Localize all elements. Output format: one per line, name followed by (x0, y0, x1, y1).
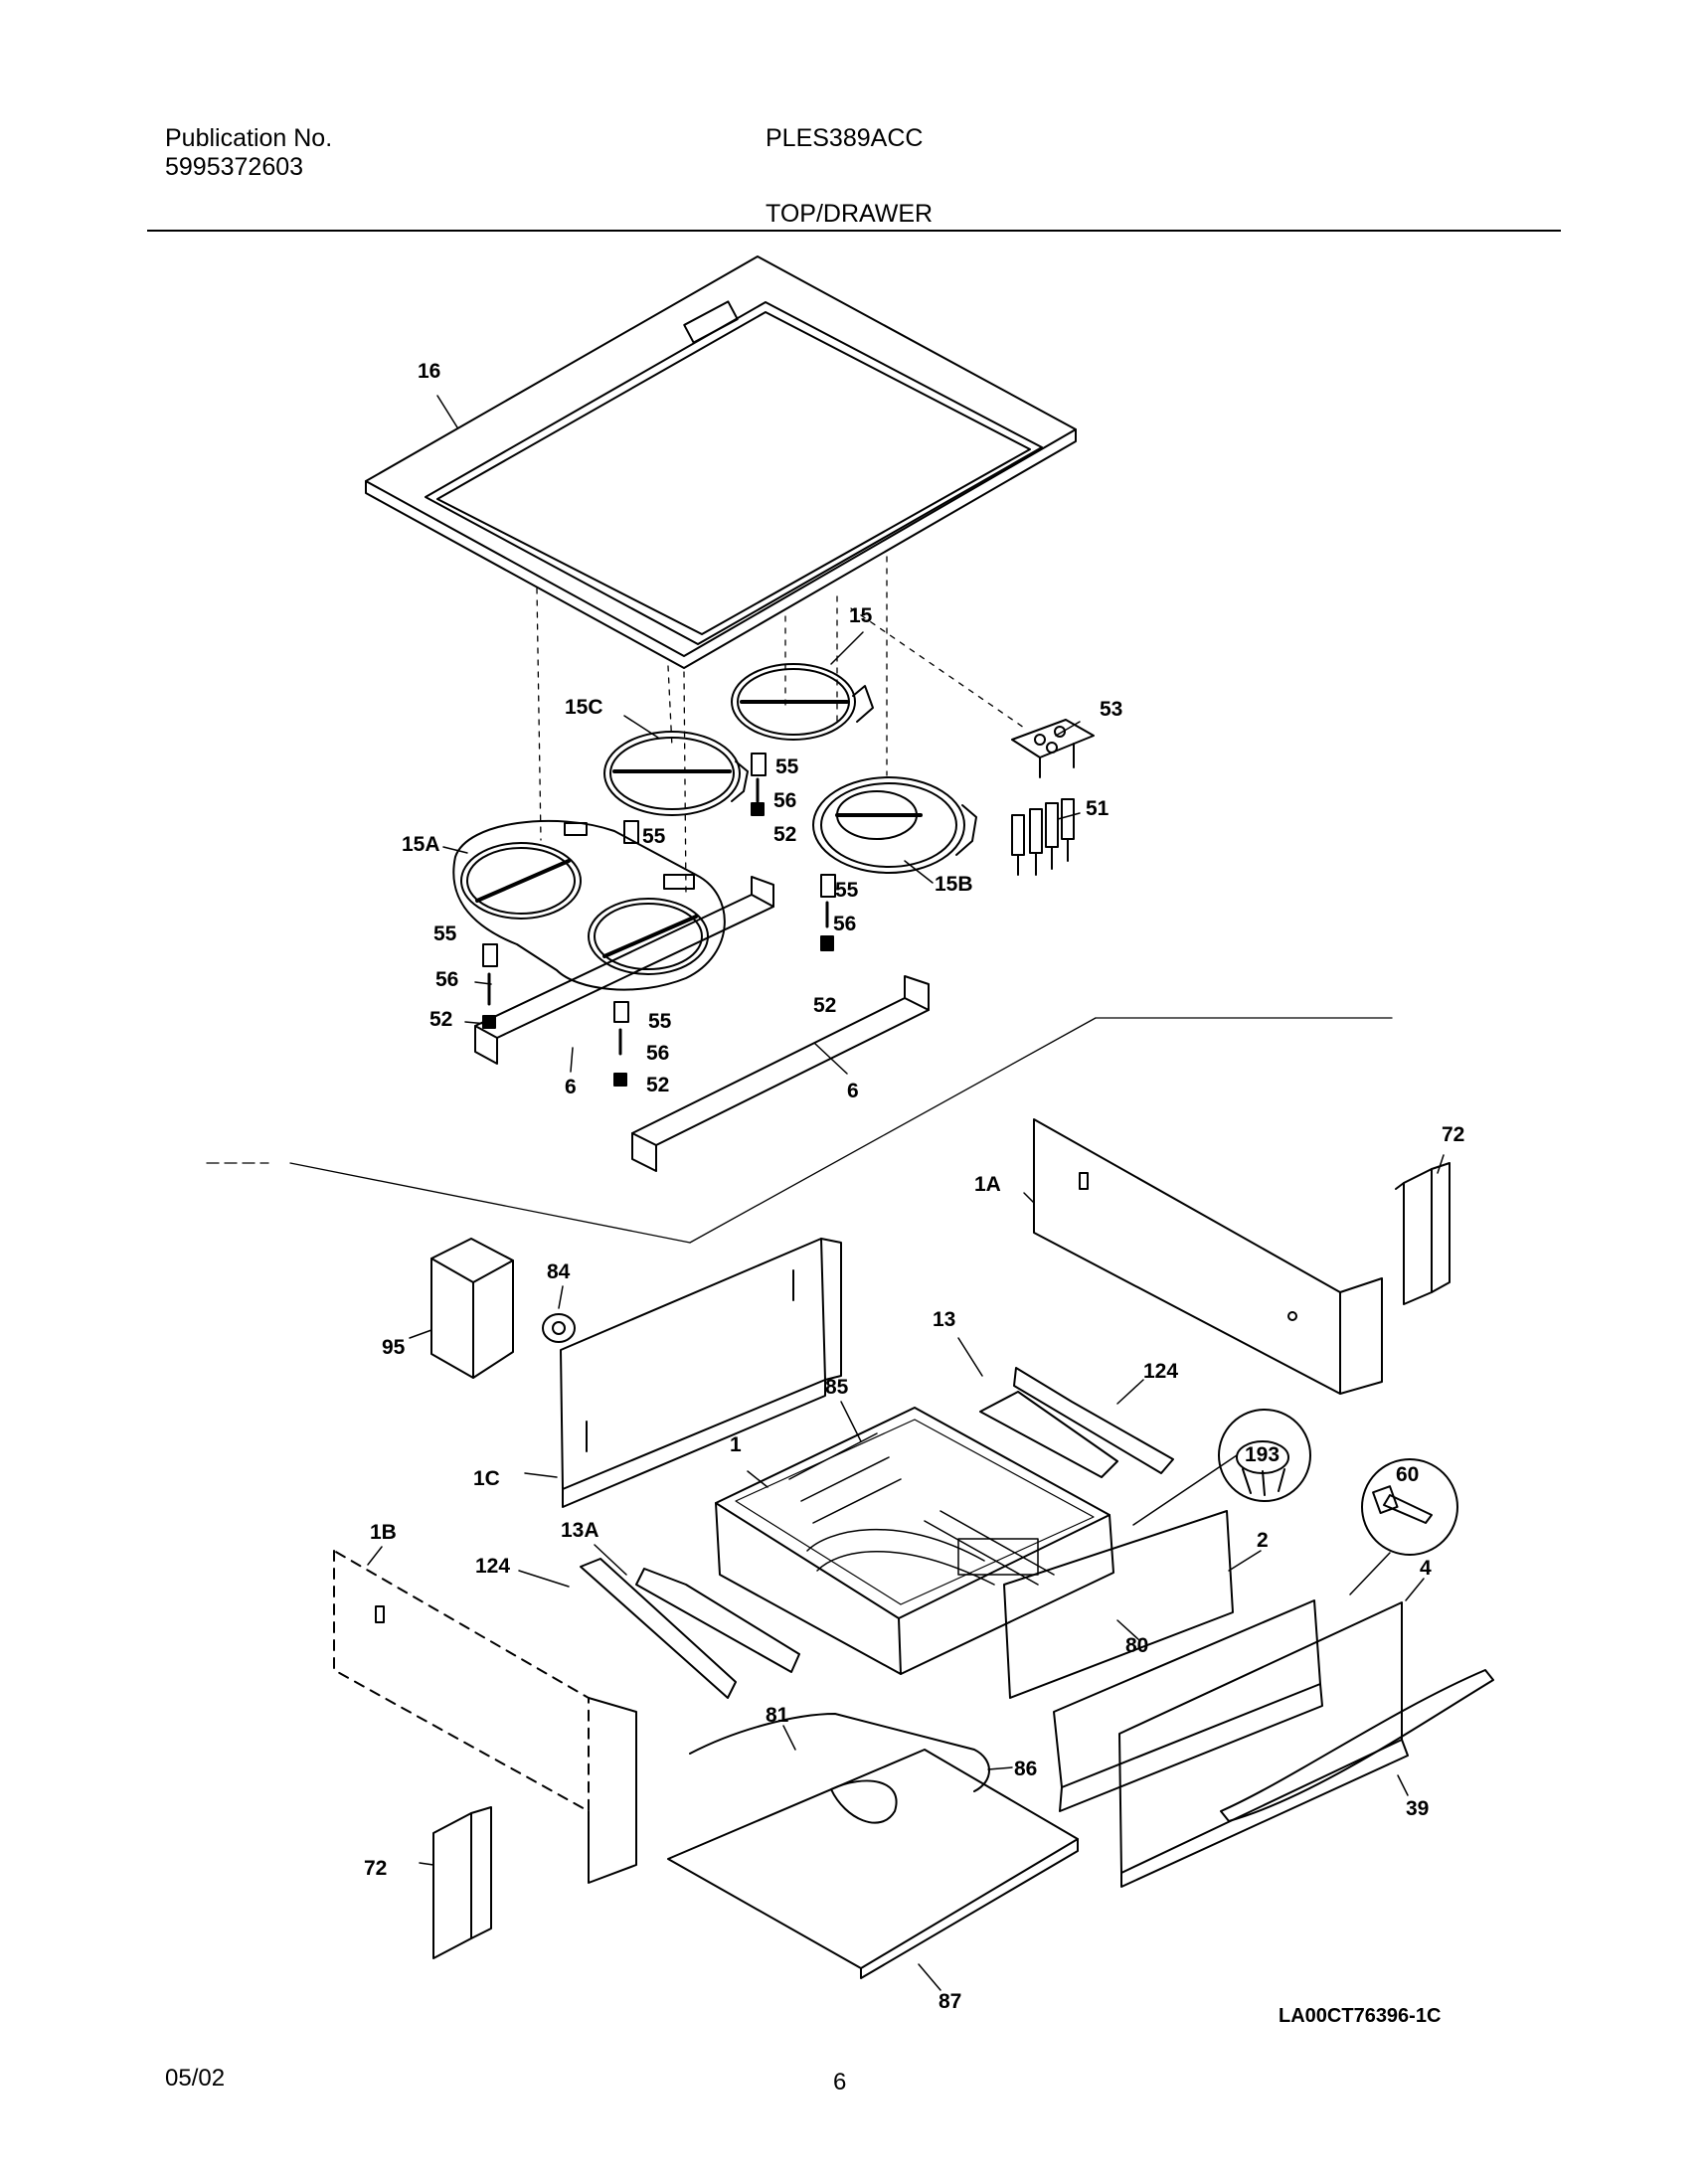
callout-124-a: 124 (1143, 1360, 1178, 1383)
cooktop-top-part (365, 255, 1077, 669)
callout-4: 4 (1420, 1557, 1432, 1580)
callout-55-e: 55 (648, 1010, 672, 1033)
rail-13a (580, 1558, 800, 1699)
bracket-53 (1011, 719, 1095, 778)
callout-124-b: 124 (475, 1555, 510, 1578)
rail-13-top (979, 1367, 1174, 1478)
callout-16: 16 (418, 360, 440, 383)
callout-55-a: 55 (775, 755, 799, 778)
publication-date: 05/02 (165, 2065, 226, 2092)
handle-39 (1220, 1669, 1494, 1822)
pan-87 (667, 1749, 1079, 1979)
callout-80: 80 (1125, 1634, 1148, 1657)
callout-60: 60 (1396, 1463, 1419, 1486)
drawer-1 (715, 1407, 1114, 1675)
bracket-72-bottom (432, 1806, 492, 1959)
callout-55-c: 55 (835, 879, 859, 902)
callout-1c: 1C (473, 1467, 500, 1490)
panel-1c (560, 1238, 842, 1508)
callout-15: 15 (849, 604, 873, 627)
callout-56-b: 56 (833, 913, 856, 935)
callout-13: 13 (933, 1308, 955, 1331)
wire-rack-85 (788, 1432, 1055, 1586)
callout-55-d: 55 (433, 922, 457, 945)
page-number: 6 (833, 2069, 847, 2096)
drawer-front-4 (1118, 1601, 1409, 1888)
element-15 (731, 663, 874, 741)
callout-52-c: 52 (813, 994, 836, 1017)
callout-87: 87 (939, 1990, 961, 2013)
callout-labels: 16 15 15C 53 55 56 52 55 51 15A 55 56 15… (364, 360, 1464, 2027)
hardware-fasteners (482, 753, 836, 1087)
callout-53: 53 (1100, 698, 1122, 721)
detail-circle-193 (1218, 1409, 1311, 1502)
callout-56-d: 56 (646, 1042, 669, 1065)
panel-1a (1033, 1118, 1383, 1395)
element-15c (603, 731, 749, 816)
model-number: PLES389ACC (766, 124, 924, 152)
panel-1b-side (375, 1605, 637, 1884)
callout-6-b: 6 (847, 1080, 859, 1102)
callout-95: 95 (382, 1336, 406, 1359)
support-rail-right (631, 975, 930, 1172)
header-rule (147, 230, 1561, 232)
callout-6-a: 6 (565, 1076, 577, 1098)
callout-52-a: 52 (773, 823, 796, 846)
heater-81 (689, 1713, 990, 1824)
callout-15c: 15C (565, 696, 603, 719)
callout-15a: 15A (402, 833, 440, 856)
publication-number: 5995372603 (165, 153, 304, 181)
panel-2 (1053, 1599, 1323, 1812)
section-title: TOP/DRAWER (766, 200, 934, 228)
callout-56-a: 56 (773, 789, 796, 812)
callout-15b: 15B (935, 873, 973, 896)
bracket-72-top (1395, 1162, 1451, 1305)
callout-1: 1 (730, 1433, 742, 1456)
element-15b (812, 776, 977, 874)
terminals-51 (1011, 798, 1075, 876)
callout-85: 85 (825, 1376, 849, 1399)
detail-circle-60 (1361, 1458, 1458, 1556)
switch-84 (542, 1313, 576, 1343)
callout-1b: 1B (370, 1521, 397, 1544)
callout-193: 193 (1245, 1443, 1280, 1466)
callout-55-b: 55 (642, 825, 666, 848)
callout-56-c: 56 (435, 968, 458, 991)
callout-81: 81 (766, 1704, 789, 1727)
callout-72-a: 72 (1442, 1123, 1464, 1146)
leader-lines (367, 395, 1445, 1991)
panel-1b (333, 1550, 590, 1812)
liner-80 (1003, 1510, 1234, 1699)
element-15a (452, 819, 726, 991)
callout-51: 51 (1086, 797, 1110, 820)
box-95 (430, 1238, 514, 1379)
support-rail-left (474, 876, 774, 1065)
callout-2: 2 (1257, 1529, 1269, 1552)
callout-84: 84 (547, 1260, 571, 1283)
callout-39: 39 (1406, 1797, 1429, 1820)
callout-52-d: 52 (646, 1074, 669, 1096)
callout-52-b: 52 (429, 1008, 452, 1031)
callout-13a: 13A (561, 1519, 599, 1542)
callout-1a: 1A (974, 1173, 1001, 1196)
diagram-reference-code: LA00CT76396-1C (1279, 2005, 1441, 2027)
callout-86: 86 (1014, 1758, 1037, 1780)
separator-lines (206, 1017, 1393, 1244)
drop-lines (536, 556, 1025, 896)
publication-label: Publication No. (165, 124, 333, 152)
callout-72-b: 72 (364, 1857, 387, 1880)
